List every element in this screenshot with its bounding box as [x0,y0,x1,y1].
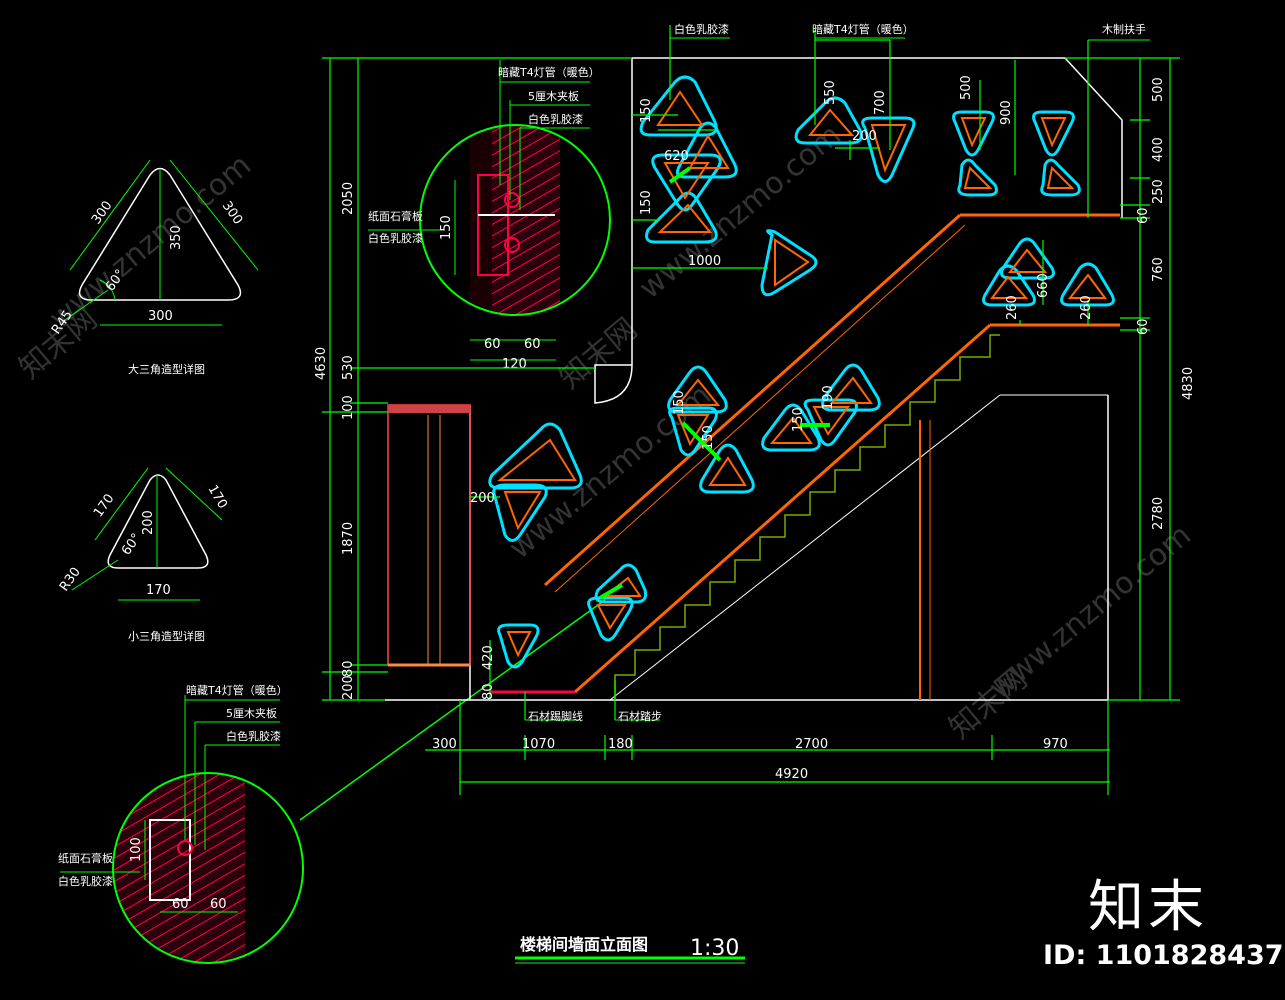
title-text: 楼梯间墙面立面图 [520,935,648,954]
label-paint-top: 白色乳胶漆 [528,112,583,126]
dim-260-b: 260 [1079,295,1094,320]
section-detail-bottom: 暗藏T4灯管（暖色） 5厘木夹板 白色乳胶漆 纸面石膏板 白色乳胶漆 60 60… [58,683,304,964]
small-triangle-caption: 小三角造型详图 [128,629,205,643]
label-handrail: 木制扶手 [1102,22,1146,36]
dim-180: 180 [608,737,633,752]
dim-530: 530 [341,355,356,380]
dim-620: 620 [664,149,689,164]
dim-660: 660 [1036,273,1051,298]
dim-700: 700 [873,90,888,115]
dim-80-small: 80 [481,683,496,700]
detail-leader [299,599,606,821]
watermark: 知末网 [553,311,644,396]
inner-dimensions [470,25,1089,720]
dim-small-side-left: 170 [91,491,118,520]
dim-2050: 2050 [341,182,356,215]
annotations: 白色乳胶漆 暗藏T4灯管（暖色） 木制扶手 石材踢脚线 石材踏步 [525,22,1150,723]
main-elevation [385,57,1123,701]
dim-260-a: 260 [1005,295,1020,320]
dim-900: 900 [999,100,1014,125]
dim-150-mid-c: 150 [791,407,806,432]
dim-400: 400 [1151,137,1166,162]
section-detail-top: 暗藏T4灯管（暖色） 5厘木夹板 白色乳胶漆 纸面石膏板 白色乳胶漆 60 60… [368,60,611,372]
dim-190: 190 [821,385,836,410]
brand-id: ID: 1101828437 [1043,940,1284,971]
watermark-layer: www.znzmo.com www.znzmo.com www.znzmo.co… [13,118,1198,747]
dim-top-150: 150 [439,215,454,240]
dim-970: 970 [1043,737,1068,752]
dim-small-radius: R30 [57,565,84,595]
dim-1070: 1070 [522,737,555,752]
label-board-bottom: 纸面石膏板 [58,851,113,865]
dim-80: 80 [341,660,356,677]
dim-large-base: 300 [148,309,173,324]
label-t4-top: 暗藏T4灯管（暖色） [498,65,600,79]
dim-bottom-100: 100 [129,837,144,862]
large-triangle-caption: 大三角造型详图 [128,362,205,376]
dim-1870: 1870 [341,522,356,555]
dim-200: 200 [341,675,356,700]
dim-200-top: 200 [852,129,877,144]
label-board-top: 纸面石膏板 [368,209,423,223]
dim-150-c: 150 [639,190,654,215]
dim-top-60b: 60 [524,337,541,352]
label-plywood-bottom: 5厘木夹板 [226,706,277,720]
dim-300: 300 [432,737,457,752]
dim-150-mid-b: 150 [701,425,716,450]
bottom-dimension-chain: 300 1070 180 2700 970 4920 [425,700,1110,795]
dim-bottom-60a: 60 [172,897,189,912]
dim-150-a: 150 [639,98,654,123]
right-dimension-chain: 500 400 250 60 760 60 2780 4830 [1065,57,1196,701]
dim-4830: 4830 [1181,367,1196,400]
dim-250: 250 [1151,179,1166,204]
dim-100: 100 [341,395,356,420]
small-triangle-detail: 170 170 200 170 60° R30 小三角造型详图 [57,467,230,643]
dim-4630: 4630 [314,347,329,380]
label-t4-bottom: 暗藏T4灯管（暖色） [186,683,288,697]
label-board-paint-bottom: 白色乳胶漆 [58,874,113,888]
dim-top-60a: 60 [484,337,501,352]
dim-2700: 2700 [795,737,828,752]
dim-1000: 1000 [688,254,721,269]
dim-60-b: 60 [1136,318,1151,335]
label-stone-skirting: 石材踢脚线 [528,709,583,723]
label-paint-bottom: 白色乳胶漆 [226,729,281,743]
dim-bottom-60b: 60 [210,897,227,912]
dim-small-height: 200 [141,510,156,535]
dim-4920: 4920 [775,767,808,782]
label-t4-main: 暗藏T4灯管（暖色） [812,22,914,36]
brand-logo-text: 知末 [1088,875,1208,940]
dim-small-base: 170 [146,583,171,598]
dim-200-left: 200 [470,491,495,506]
dim-2780: 2780 [1151,497,1166,530]
dim-500-tri: 500 [959,75,974,100]
label-stone-step: 石材踏步 [618,709,662,723]
label-plywood-top: 5厘木夹板 [528,89,579,103]
dim-150-mid-a: 150 [672,390,687,415]
inner-dim-text: 150 620 150 1000 200 420 80 550 700 200 … [470,75,1094,700]
drawing-title: 楼梯间墙面立面图 1:30 [515,935,745,964]
dim-500: 500 [1151,77,1166,102]
label-board-paint-top: 白色乳胶漆 [368,231,423,245]
dim-760: 760 [1151,257,1166,282]
dim-60-a: 60 [1136,207,1151,224]
dim-large-height: 350 [169,225,184,250]
dim-top-120: 120 [502,357,527,372]
dim-550: 550 [823,80,838,105]
label-white-paint: 白色乳胶漆 [674,22,729,36]
dim-420: 420 [481,645,496,670]
left-dimension-chain: 2050 530 100 1870 80 200 4630 [314,57,632,701]
